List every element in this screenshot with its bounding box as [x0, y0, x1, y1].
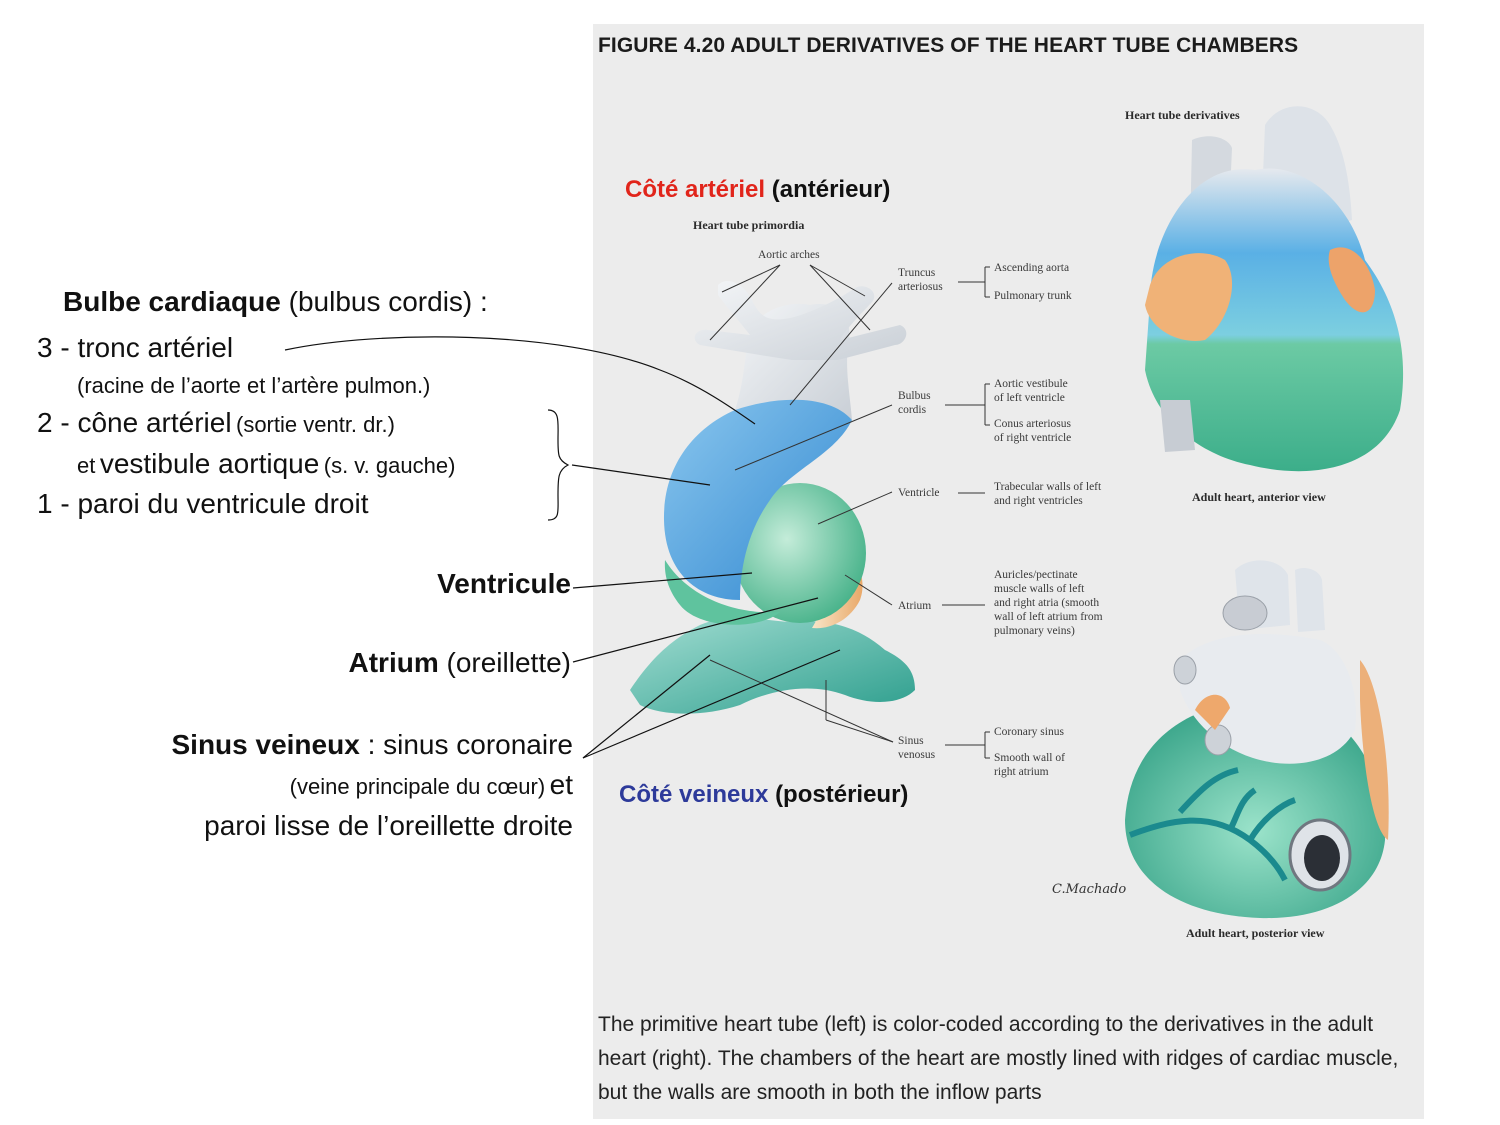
bulbe-cardiaque-label: Bulbe cardiaque (bulbus cordis) : [63, 286, 488, 318]
aortic-vestibule-line2: of left ventricle [994, 392, 1065, 404]
aortic-arches-label: Aortic arches [758, 249, 820, 261]
atrium-label: Atrium [898, 600, 932, 612]
primordia-leaders [709, 264, 894, 743]
derivative-brackets [942, 266, 990, 759]
truncus-line2: arteriosus [898, 281, 943, 293]
conus-line2: of right ventricle [994, 432, 1072, 444]
atrium-deriv-line3: and right atria (smooth [994, 597, 1100, 609]
posterior-view-label: Adult heart, posterior view [1186, 926, 1325, 940]
atrium-annotation-rest: (oreillette) [446, 647, 571, 678]
illustrator-signature: C.Machado [1052, 882, 1127, 897]
conus-arteriosus-label: Conus arteriosus of right ventricle [994, 417, 1071, 445]
vestibule-et: et [77, 453, 96, 478]
atrium-deriv-line4: wall of left atrium from [994, 611, 1103, 623]
atrium-annotation: Atrium (oreillette) [349, 647, 572, 679]
right-auricle-shape [1145, 253, 1233, 341]
atrium-deriv-line5: pulmonary veins) [994, 625, 1075, 637]
coronary-sinus-label: Coronary sinus [994, 726, 1064, 738]
annotation-leaders [284, 336, 841, 759]
ventricle-derivative: Trabecular walls of left and right ventr… [994, 480, 1101, 508]
sinus-line2-small: (veine principale du cœur) [289, 774, 546, 799]
bulbus-cordis-shape [663, 392, 852, 600]
atrium-deriv-line1: Auricles/pectinate [994, 569, 1078, 581]
paroi-ventricule-label: 1 - paroi du ventricule droit [37, 488, 369, 519]
bulbus-line1: Bulbus [898, 390, 931, 402]
ascending-aorta-label: Ascending aorta [994, 262, 1070, 274]
left-auricle-shape [1328, 247, 1375, 313]
atrium-derivative: Auricles/pectinate muscle walls of left … [994, 568, 1103, 638]
pv-left-ring [1173, 655, 1197, 685]
aortic-arches-shape [694, 280, 907, 360]
pulmonary-trunk-label: Pulmonary trunk [994, 290, 1072, 302]
arterial-side-rest: (antérieur) [771, 176, 891, 203]
arterial-side-colored: Côté artériel [625, 176, 766, 203]
truncus-line1: Truncus [898, 267, 936, 279]
atrium-annotation-title: Atrium [348, 647, 439, 678]
sinus-veineux-title: Sinus veineux [171, 729, 360, 760]
smooth-wall-label: Smooth wall of right atrium [994, 751, 1065, 779]
heart-tube [630, 280, 915, 714]
tronc-arteriel-sub: (racine de l’aorte et l’artère pulmon.) [77, 373, 431, 398]
smooth-wall-line2: right atrium [994, 766, 1049, 778]
cone-main: 2 - cône artériel [37, 407, 232, 438]
ivc-opening-inner [1304, 835, 1340, 881]
vestibule-main: vestibule aortique [99, 448, 320, 479]
sinus-veineux-rest: : sinus coronaire [367, 729, 573, 760]
ventricle-label: Ventricle [898, 487, 940, 499]
conus-line1: Conus arteriosus [994, 418, 1071, 430]
bulbe-title: Bulbe cardiaque [63, 286, 281, 317]
sinus-line1: Sinus [898, 735, 924, 747]
atrium-deriv-line2: muscle walls of left [994, 583, 1085, 595]
truncus-label: Truncus arteriosus [898, 266, 943, 294]
sinus-line2: venosus [898, 749, 936, 761]
sinus-venosus-shape [630, 617, 915, 714]
bulbus-line2: cordis [898, 404, 927, 416]
ventricle-deriv-line2: and right ventricles [994, 495, 1083, 507]
smooth-wall-line1: Smooth wall of [994, 752, 1065, 764]
pulmonary-vein-ring [1222, 595, 1268, 631]
ventricule-label: Ventricule [437, 568, 571, 599]
sinus-line2-et: et [549, 769, 573, 800]
aortic-vestibule-label: Aortic vestibule of left ventricle [994, 377, 1068, 405]
ivc-vessel [1160, 400, 1195, 452]
cone-arteriel-label: 2 - cône artériel (sortie ventr. dr.) [37, 407, 395, 439]
derivatives-title: Heart tube derivatives [1125, 108, 1240, 122]
sinus-veineux-line3: paroi lisse de l’oreillette droite [204, 810, 573, 841]
arterial-side-label: Côté artériel (antérieur) [625, 176, 890, 204]
bulbe-rest: (bulbus cordis) : [288, 286, 488, 317]
posterior-atrium-edge [1195, 694, 1230, 730]
primordia-title: Heart tube primordia [693, 218, 805, 232]
vestibule-aortique-label: et vestibule aortique (s. v. gauche) [77, 448, 455, 480]
pv-right-ring [1204, 724, 1232, 756]
vestibule-sub: (s. v. gauche) [323, 453, 456, 478]
sinus-veineux-line2: (veine principale du cœur) et [290, 769, 573, 801]
bulbus-label: Bulbus cordis [898, 389, 931, 417]
aortic-vestibule-line1: Aortic vestibule [994, 378, 1068, 390]
adult-heart-posterior [1125, 560, 1389, 919]
sinus-label: Sinus venosus [898, 734, 935, 762]
adult-heart-anterior [1145, 106, 1404, 472]
figure-title: FIGURE 4.20 ADULT DERIVATIVES OF THE HEA… [598, 34, 1299, 57]
figure-caption: The primitive heart tube (left) is color… [598, 1013, 1399, 1104]
ventricle-deriv-line1: Trabecular walls of left [994, 481, 1102, 493]
venous-side-label: Côté veineux (postérieur) [619, 781, 908, 809]
venous-side-rest: (postérieur) [775, 781, 909, 808]
posterior-auricle [1360, 660, 1389, 840]
venous-side-colored: Côté veineux [619, 781, 769, 808]
ventricle-lower-shape [664, 560, 780, 625]
tronc-arteriel-label: 3 - tronc artériel [37, 332, 234, 363]
anterior-ventricle-shape [1145, 168, 1404, 472]
cone-sub: (sortie ventr. dr.) [236, 412, 395, 437]
coronary-sinus-veins [1128, 767, 1297, 882]
sinus-veineux-label: Sinus veineux : sinus coronaire [171, 729, 573, 761]
anterior-view-label: Adult heart, anterior view [1192, 490, 1326, 504]
